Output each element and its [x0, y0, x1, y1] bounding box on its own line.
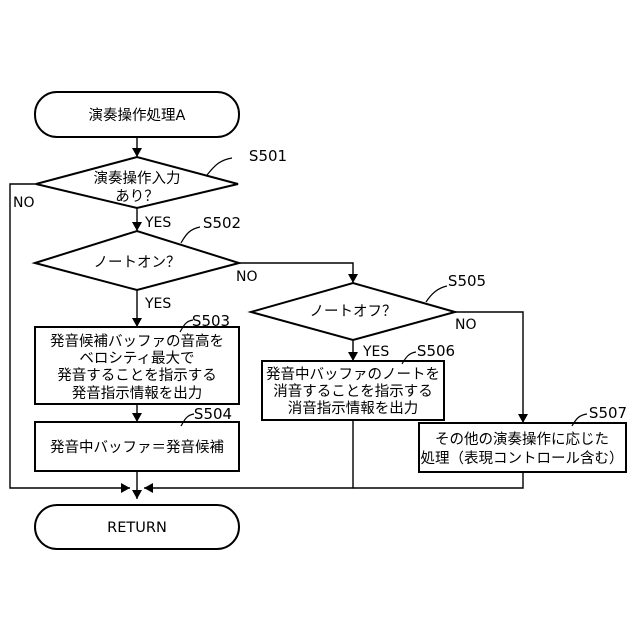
step-label-s504: S504 — [194, 405, 232, 423]
arrowhead — [132, 222, 142, 231]
process-s507-line2: 処理（表現コントロール含む） — [421, 450, 624, 467]
process-s507-line1: その他の演奏操作に応じた — [435, 431, 609, 448]
process-s503-line1: 発音候補バッファの音高を — [50, 333, 224, 350]
connector-s507-return — [353, 472, 523, 488]
step-label-s503: S503 — [192, 312, 230, 330]
step-label-s506: S506 — [417, 342, 455, 360]
step-label-s502: S502 — [203, 214, 241, 232]
branch-label-s505-no: NO — [455, 317, 477, 333]
arrowhead — [132, 490, 142, 499]
branch-label-s501-yes: YES — [144, 215, 171, 231]
branch-label-s501-no: NO — [13, 195, 35, 211]
leader-s502 — [181, 227, 200, 243]
decision-s505-line1: ノートオフ？ — [310, 304, 397, 320]
process-s506-line1: 発音中バッファのノートを — [266, 366, 440, 383]
step-label-s507: S507 — [589, 404, 627, 422]
process-s506-line3: 消音指示情報を出力 — [288, 400, 419, 417]
step-label-s501: S501 — [249, 147, 287, 165]
arrowhead — [144, 483, 153, 493]
end-label: RETURN — [107, 520, 167, 536]
decision-s502-line1: ノートオン？ — [94, 255, 181, 271]
leader-s505 — [426, 286, 447, 302]
decision-s501-line2: あり？ — [115, 188, 159, 205]
process-s506-line2: 消音することを指示する — [273, 383, 433, 400]
process-s503-line3: 発音することを指示する — [57, 367, 217, 384]
process-s503-line4: 発音指示情報を出力 — [72, 385, 203, 402]
branch-label-s502-no: NO — [236, 269, 258, 285]
decision-s501-line1: 演奏操作入力 — [94, 170, 181, 187]
step-label-s505: S505 — [448, 272, 486, 290]
arrowhead — [132, 413, 142, 422]
arrowhead — [132, 318, 142, 327]
start-label: 演奏操作処理A — [89, 107, 186, 124]
process-s504-line1: 発音中バッファ＝発音候補 — [50, 439, 224, 456]
arrowhead — [348, 352, 358, 361]
branch-label-s502-yes: YES — [144, 296, 171, 312]
arrowhead — [518, 414, 528, 423]
arrowhead — [121, 483, 130, 493]
leader-s501 — [207, 158, 232, 175]
branch-label-s505-yes: YES — [362, 344, 389, 360]
arrowhead — [132, 148, 142, 157]
process-s503-line2: ベロシティ最大で — [79, 350, 194, 367]
arrowhead — [348, 274, 358, 283]
